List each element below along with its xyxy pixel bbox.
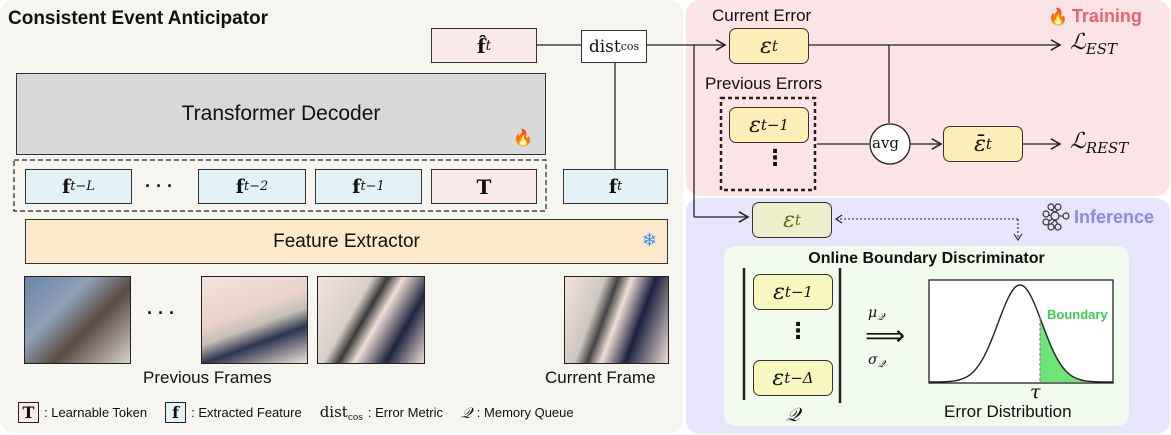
transformer-decoder-block: Transformer Decoder 🔥 [16,73,546,155]
avg-label: avg [872,134,900,152]
error-distribution-plot [928,279,1114,384]
current-error-label: Current Error [712,6,812,25]
legend-token-text: : Learnable Token [44,405,148,420]
threshold-label: τ [1030,381,1041,403]
legend-dist-symbol: distcos [319,402,363,423]
frames-ellipsis: · · · [147,303,175,323]
queue-vdots: ⋮ [787,318,809,343]
legend-feature-swatch: f [165,402,187,423]
legend-dist-text: : Error Metric [367,405,444,420]
legend-queue-symbol: 𝒬 [461,403,472,422]
mu-label: μ𝒬 [868,305,885,323]
tokens-ellipsis: · · · [145,176,173,196]
boundary-label: Boundary [1047,307,1108,322]
fire-icon: 🔥 [513,130,533,147]
previous-errors-vdots: ⋮ [764,145,786,170]
legend-token-swatch: T [18,402,39,423]
inference-badge: Inference [1042,203,1154,231]
plot-frame [928,279,1114,384]
mean-error-box: ε̄t [943,126,1023,162]
learnable-token: T [431,169,537,204]
previous-errors-label: Previous Errors [705,74,823,93]
frame-previous-3 [317,276,425,364]
training-badge: 🔥 Training [1048,6,1142,26]
boundary-region [1040,317,1113,382]
frame-previous-2 [201,276,308,364]
panel-title: Consistent Event Anticipator [8,8,269,29]
legend: T : Learnable Token f : Extracted Featur… [18,402,574,423]
feature-extractor-block: Feature Extractor ❄ [25,219,668,264]
frame-previous-1 [24,276,131,364]
neural-network-icon [1042,203,1070,231]
token-group-outline [13,159,547,212]
frame-current [564,276,669,364]
previous-errors-group-outline [719,96,817,192]
queue-label: 𝒬 [786,404,800,426]
current-frame-label: Current Frame [545,368,656,387]
fire-icon: 🔥 [1048,8,1068,26]
implies-arrow: ⟹ [865,320,906,351]
distribution-curve [929,284,1113,383]
legend-feature-text: : Extracted Feature [191,405,302,420]
avg-node [869,123,911,165]
predicted-feature-box: f̂t [431,28,537,63]
loss-est: ℒEST [1070,30,1117,59]
obd-title: Online Boundary Discriminator [808,250,1045,267]
previous-frames-label: Previous Frames [143,368,272,387]
snowflake-icon: ❄ [641,230,657,250]
sigma-label: σ𝒬 [868,352,885,370]
legend-queue-text: : Memory Queue [476,405,574,420]
error-distribution-label: Error Distribution [944,402,1072,421]
loss-rest: ℒREST [1070,129,1129,158]
